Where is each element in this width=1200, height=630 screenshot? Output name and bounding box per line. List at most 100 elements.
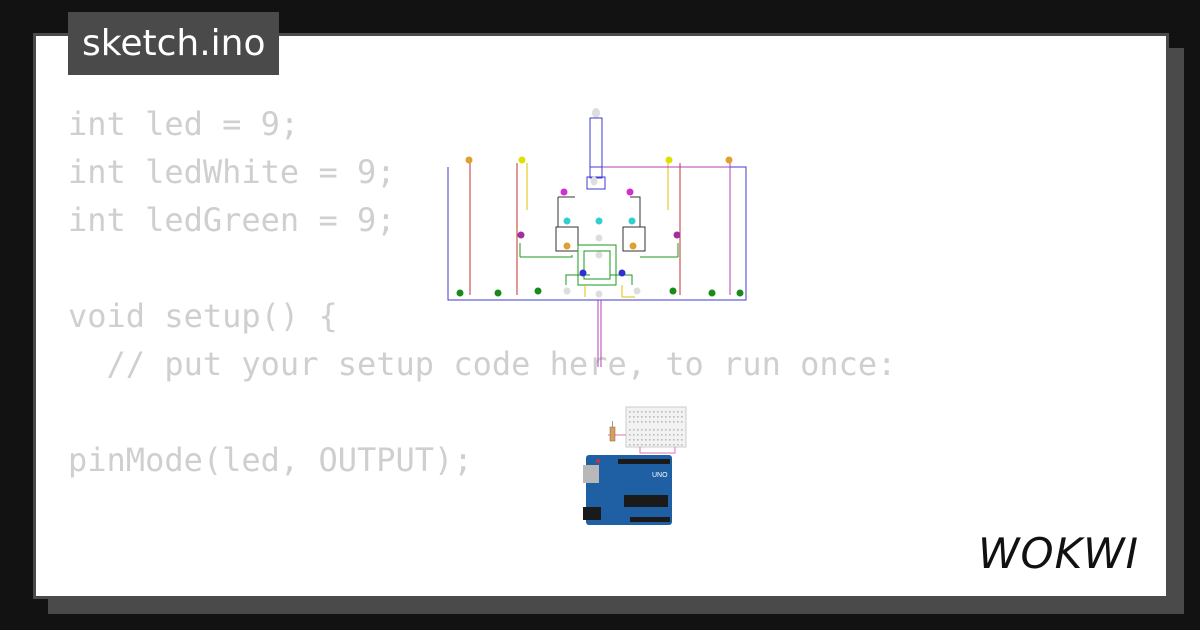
- breadboard-hole: [633, 416, 635, 418]
- breadboard-hole: [641, 411, 643, 413]
- breadboard-hole: [677, 411, 679, 413]
- ic-boxes: [555, 226, 646, 252]
- sketch-title: sketch.ino: [68, 12, 280, 75]
- breadboard-hole: [673, 434, 675, 436]
- breadboard-hole: [641, 434, 643, 436]
- breadboard-hole: [673, 444, 675, 446]
- breadboard-hole: [661, 444, 663, 446]
- breadboard-hole: [669, 439, 671, 441]
- breadboard-hole: [669, 444, 671, 446]
- breadboard-hole: [653, 434, 655, 436]
- breadboard-hole: [661, 411, 663, 413]
- breadboard-hole: [641, 444, 643, 446]
- breadboard-hole: [653, 444, 655, 446]
- breadboard-hole: [657, 421, 659, 423]
- breadboard-hole: [649, 416, 651, 418]
- code-line: int ledGreen = 9;: [68, 201, 396, 239]
- breadboard-hole: [641, 439, 643, 441]
- breadboard-hole: [665, 421, 667, 423]
- breadboard-hole: [637, 434, 639, 436]
- breadboard-hole: [681, 411, 683, 413]
- breadboard-hole: [669, 429, 671, 431]
- breadboard-hole: [649, 411, 651, 413]
- breadboard-hole: [629, 429, 631, 431]
- breadboard-hole: [637, 416, 639, 418]
- breadboard-hole: [637, 411, 639, 413]
- center-wires: [565, 244, 635, 367]
- breadboard-hole: [629, 434, 631, 436]
- breadboard-hole: [641, 421, 643, 423]
- breadboard-hole: [629, 416, 631, 418]
- breadboard-hole: [677, 421, 679, 423]
- breadboard-hole: [629, 411, 631, 413]
- breadboard-hole: [657, 439, 659, 441]
- breadboard-hole: [633, 444, 635, 446]
- breadboard-hole: [649, 439, 651, 441]
- breadboard-hole: [681, 439, 683, 441]
- breadboard-hole: [645, 429, 647, 431]
- breadboard-hole: [661, 439, 663, 441]
- breadboard-hole: [669, 411, 671, 413]
- breadboard-hole: [633, 411, 635, 413]
- breadboard-hole: [665, 411, 667, 413]
- breadboard-hole: [629, 444, 631, 446]
- resistor-icon: [609, 421, 616, 442]
- breadboard-hole: [633, 439, 635, 441]
- breadboard-hole: [649, 434, 651, 436]
- breadboard-hole: [681, 444, 683, 446]
- breadboard-hole: [649, 429, 651, 431]
- breadboard-hole: [673, 421, 675, 423]
- breadboard-hole: [661, 421, 663, 423]
- breadboard-hole: [653, 439, 655, 441]
- breadboard-hole: [665, 434, 667, 436]
- breadboard-hole: [669, 416, 671, 418]
- breadboard-hole: [673, 411, 675, 413]
- breadboard-hole: [657, 411, 659, 413]
- breadboard-hole: [633, 429, 635, 431]
- breadboard-hole: [677, 444, 679, 446]
- code-line: void setup() {: [68, 297, 338, 335]
- breadboard-hole: [637, 439, 639, 441]
- breadboard-hole: [653, 429, 655, 431]
- breadboard-hole: [645, 421, 647, 423]
- breadboard-hole: [637, 421, 639, 423]
- code-line: pinMode(led, OUTPUT);: [68, 441, 473, 479]
- breadboard-hole: [633, 434, 635, 436]
- breadboard-hole: [649, 444, 651, 446]
- breadboard-hole: [681, 429, 683, 431]
- breadboard-hole: [657, 429, 659, 431]
- breadboard-hole: [657, 444, 659, 446]
- breadboard-hole: [677, 416, 679, 418]
- breadboard-hole: [629, 421, 631, 423]
- breadboard-hole: [673, 416, 675, 418]
- top-led-icon: [586, 108, 606, 190]
- breadboard-hole: [637, 429, 639, 431]
- breadboard-hole: [669, 421, 671, 423]
- code-line: int ledWhite = 9;: [68, 153, 396, 191]
- breadboard-hole: [681, 416, 683, 418]
- breadboard-hole: [657, 434, 659, 436]
- breadboard-hole: [641, 416, 643, 418]
- code-preview: int led = 9; int ledWhite = 9; int ledGree…: [68, 100, 896, 484]
- breadboard-hole: [645, 416, 647, 418]
- wokwi-logo: WOKWI: [978, 529, 1138, 578]
- breadboard-hole: [629, 439, 631, 441]
- breadboard-hole: [665, 439, 667, 441]
- breadboard-hole: [681, 434, 683, 436]
- breadboard-hole: [653, 421, 655, 423]
- breadboard-hole: [677, 429, 679, 431]
- breadboard-hole: [661, 434, 663, 436]
- breadboard-hole: [677, 434, 679, 436]
- breadboard-hole: [649, 421, 651, 423]
- code-line: int led = 9;: [68, 105, 300, 143]
- breadboard-hole: [677, 439, 679, 441]
- breadboard-hole: [645, 439, 647, 441]
- breadboard-hole: [645, 434, 647, 436]
- breadboard-hole: [661, 416, 663, 418]
- breadboard-hole: [633, 421, 635, 423]
- breadboard-hole: [673, 429, 675, 431]
- code-line: // put your setup code here, to run once…: [68, 345, 897, 383]
- breadboard-hole: [665, 416, 667, 418]
- arduino-uno-board-icon: UNO: [583, 455, 672, 525]
- circuit-diagram: UNO: [447, 108, 747, 525]
